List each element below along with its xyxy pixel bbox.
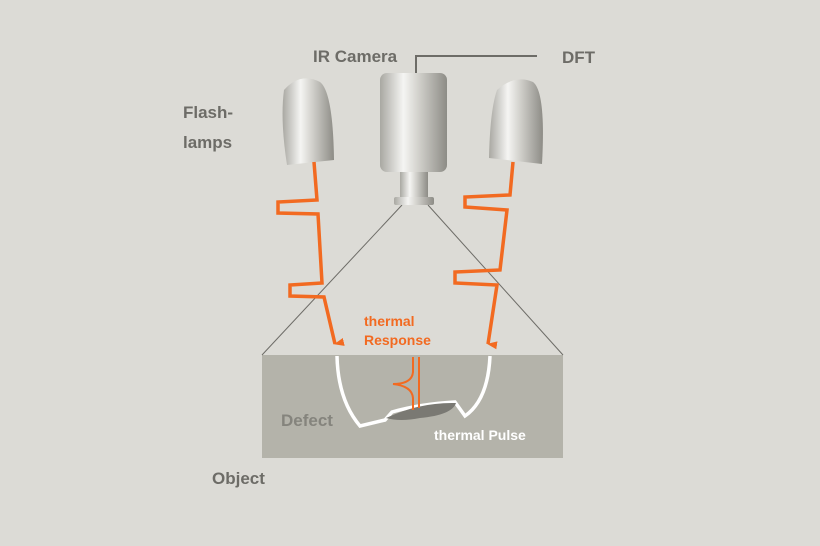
label-defect: Defect [281,411,333,430]
label-dft: DFT [562,48,596,67]
flashlamp-right-icon [489,79,543,164]
label-object: Object [212,469,265,488]
fov-line-right [427,204,564,356]
defect-shape [386,402,456,420]
flashlamp-left-icon [282,78,334,165]
label-thermal-response-1: thermal [364,313,415,329]
dft-connector-line [415,55,537,73]
thermal-response-signal [392,357,414,410]
label-flashlamps-2: lamps [183,133,232,152]
label-thermal-pulse: thermal Pulse [434,427,526,443]
flash-pulse-left [276,161,345,346]
ir-camera-icon [380,73,447,205]
flash-pulse-right [453,161,515,350]
label-flashlamps-1: Flash- [183,103,233,122]
fov-line-left [261,204,403,356]
label-thermal-response-2: Response [364,332,431,348]
label-ir-camera: IR Camera [313,47,398,66]
